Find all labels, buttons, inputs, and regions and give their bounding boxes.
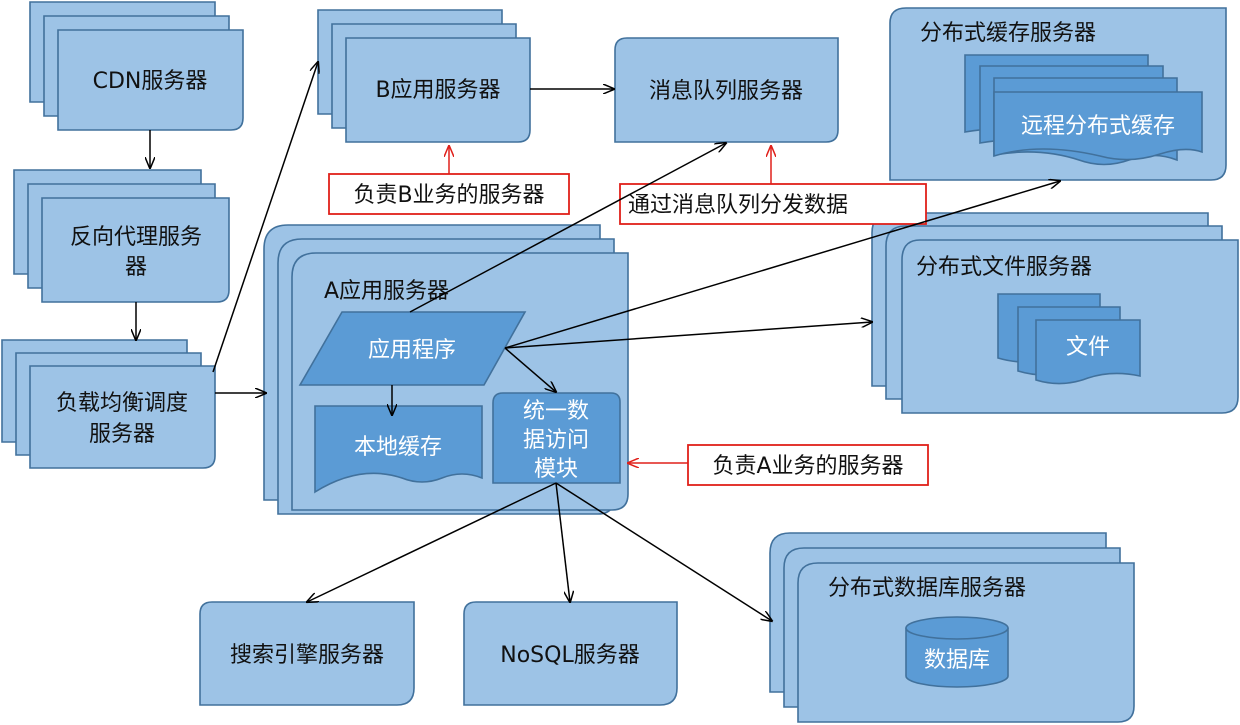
arrow-balancer-to-app-b — [212, 62, 318, 373]
application-shape — [298, 311, 527, 386]
search-engine-label: 搜索引擎服务器 — [230, 643, 384, 668]
data-access-label-line2: 据访问 — [523, 428, 589, 453]
arrow-data-access-to-search — [307, 482, 557, 602]
arrow-data-access-to-nosql — [555, 482, 570, 602]
load-balancer-stack: 负载均衡调度 服务器 — [1, 339, 216, 469]
database-cylinder-icon — [905, 616, 1009, 688]
arrow-data-access-to-database — [555, 482, 772, 621]
annotation-mq-dispatch-label: 通过消息队列分发数据 — [628, 193, 848, 218]
arrow-app-to-mq — [409, 143, 726, 313]
arrow-app-to-cache — [504, 181, 1060, 349]
nosql-server: NoSQL服务器 — [463, 601, 678, 706]
app-a-server-stack: A应用服务器 应用程序 本地缓存 统一数 据访问 模块 — [263, 224, 629, 515]
app-a-server-label: A应用服务器 — [324, 279, 449, 304]
local-cache-label: 本地缓存 — [354, 435, 442, 460]
app-b-server-label: B应用服务器 — [375, 78, 500, 103]
application-label: 应用程序 — [368, 338, 456, 363]
search-engine-server: 搜索引擎服务器 — [199, 601, 415, 706]
message-queue-server: 消息队列服务器 — [614, 37, 839, 143]
message-queue-label: 消息队列服务器 — [649, 79, 803, 104]
local-cache-shape — [314, 405, 483, 494]
connections — [136, 62, 1060, 621]
database-label: 数据库 — [924, 648, 990, 673]
file-server-label: 分布式文件服务器 — [916, 255, 1092, 280]
arrow-app-to-file-server — [504, 322, 872, 349]
file-server-stack: 分布式文件服务器 文件 — [871, 212, 1239, 414]
arrow-app-to-data-access — [504, 347, 556, 392]
annotation-a-business: 负责A业务的服务器 — [628, 444, 929, 486]
nosql-label: NoSQL服务器 — [500, 643, 639, 668]
load-balancer-label-line2: 服务器 — [89, 422, 155, 447]
reverse-proxy-label-line2: 器 — [125, 255, 147, 280]
cdn-server-stack: CDN服务器 — [29, 1, 244, 131]
data-access-label-line1: 统一数 — [523, 399, 589, 424]
distributed-cache-server: 分布式缓存服务器 远程分布式缓存 — [889, 7, 1227, 181]
reverse-proxy-stack: 反向代理服务 器 — [13, 169, 230, 303]
load-balancer-label-line1: 负载均衡调度 — [56, 391, 188, 416]
database-server-label: 分布式数据库服务器 — [828, 576, 1026, 601]
data-access-label-line3: 模块 — [534, 457, 578, 482]
annotation-b-business-label: 负责B业务的服务器 — [353, 183, 544, 208]
cdn-server-label: CDN服务器 — [93, 69, 208, 94]
annotation-mq-dispatch: 通过消息队列分发数据 — [619, 146, 927, 225]
reverse-proxy-label-line1: 反向代理服务 — [70, 225, 202, 250]
annotation-b-business: 负责B业务的服务器 — [328, 146, 570, 215]
database-server-stack: 分布式数据库服务器 数据库 — [769, 532, 1135, 723]
annotation-a-business-label: 负责A业务的服务器 — [712, 454, 903, 479]
remote-cache-label: 远程分布式缓存 — [1021, 114, 1175, 139]
app-b-server-stack: B应用服务器 — [317, 9, 531, 143]
data-access-module-shape — [492, 392, 621, 484]
distributed-cache-label: 分布式缓存服务器 — [920, 21, 1096, 46]
file-label: 文件 — [1066, 335, 1110, 360]
